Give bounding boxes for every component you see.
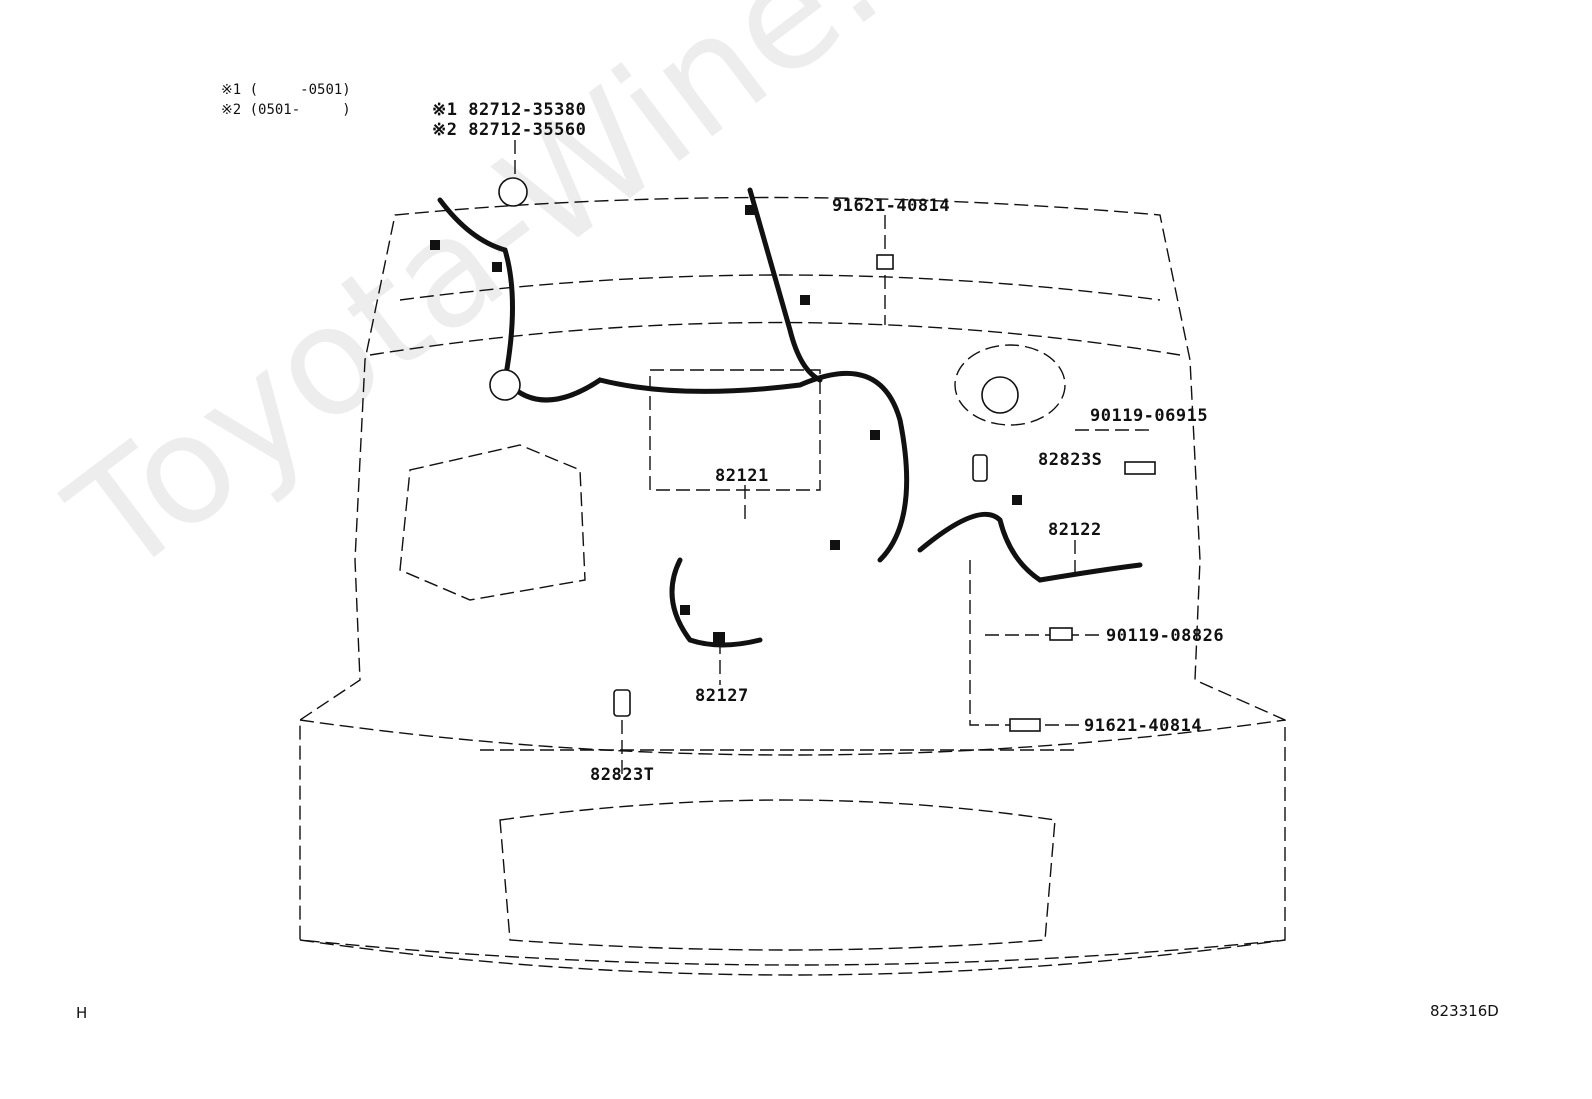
connector [870, 430, 880, 440]
connector [713, 632, 725, 644]
bolt-bottom-part [1009, 718, 1041, 732]
cowl-line [399, 274, 1161, 301]
brake-reservoir [954, 344, 1066, 426]
connector [800, 295, 810, 305]
bumper-outline [299, 719, 1286, 756]
connector [430, 240, 440, 250]
part-label-clamp-right[interactable]: 82823S [1038, 450, 1103, 470]
part-label-harness-main[interactable]: 82121 [715, 466, 769, 486]
battery-box [649, 369, 821, 491]
part-label-bolt-top[interactable]: 91621-40814 [832, 196, 951, 216]
connector [745, 205, 755, 215]
part-label-grommet-2[interactable]: ※2 82712-35560 [432, 120, 587, 140]
part-label-harness-right[interactable]: 82122 [1048, 520, 1102, 540]
bolt-mid-part [1049, 627, 1073, 641]
grille-outline [499, 799, 1056, 951]
clamp-82823s [972, 454, 988, 482]
connector [492, 262, 502, 272]
note-variant-1: ※1 ( -0501) [221, 82, 351, 98]
connector [830, 540, 840, 550]
bolt-right-part [1124, 461, 1156, 475]
corner-code-left: H [76, 1004, 88, 1022]
connector [1012, 495, 1022, 505]
lower-bumper [299, 939, 1286, 976]
part-label-bolt-mid[interactable]: 90119-08826 [1106, 626, 1225, 646]
diagram-id: 823316D [1430, 1002, 1499, 1020]
harness-top-run [747, 187, 823, 383]
grommet-installed [489, 369, 521, 401]
harness-lower-run [669, 557, 763, 648]
harness-left-run [437, 197, 910, 563]
harness-right-run [917, 511, 1143, 583]
leader-bolt-bottom [969, 560, 1080, 726]
part-label-harness-small[interactable]: 82127 [695, 686, 749, 706]
note-variant-2: ※2 (0501- ) [221, 102, 351, 118]
air-cleaner [399, 444, 586, 601]
clamp-82823t [613, 689, 631, 717]
part-label-bolt-right[interactable]: 90119-06915 [1090, 406, 1209, 426]
part-label-clamp-left[interactable]: 82823T [590, 765, 655, 785]
part-label-bolt-bottom[interactable]: 91621-40814 [1084, 716, 1203, 736]
reservoir-cap [981, 376, 1019, 414]
hood-outline [299, 196, 1286, 966]
grommet-part [498, 177, 528, 207]
hood-inner [369, 321, 1181, 356]
bolt-top-part [876, 254, 894, 270]
connector [680, 605, 690, 615]
part-label-grommet-1[interactable]: ※1 82712-35380 [432, 100, 587, 120]
